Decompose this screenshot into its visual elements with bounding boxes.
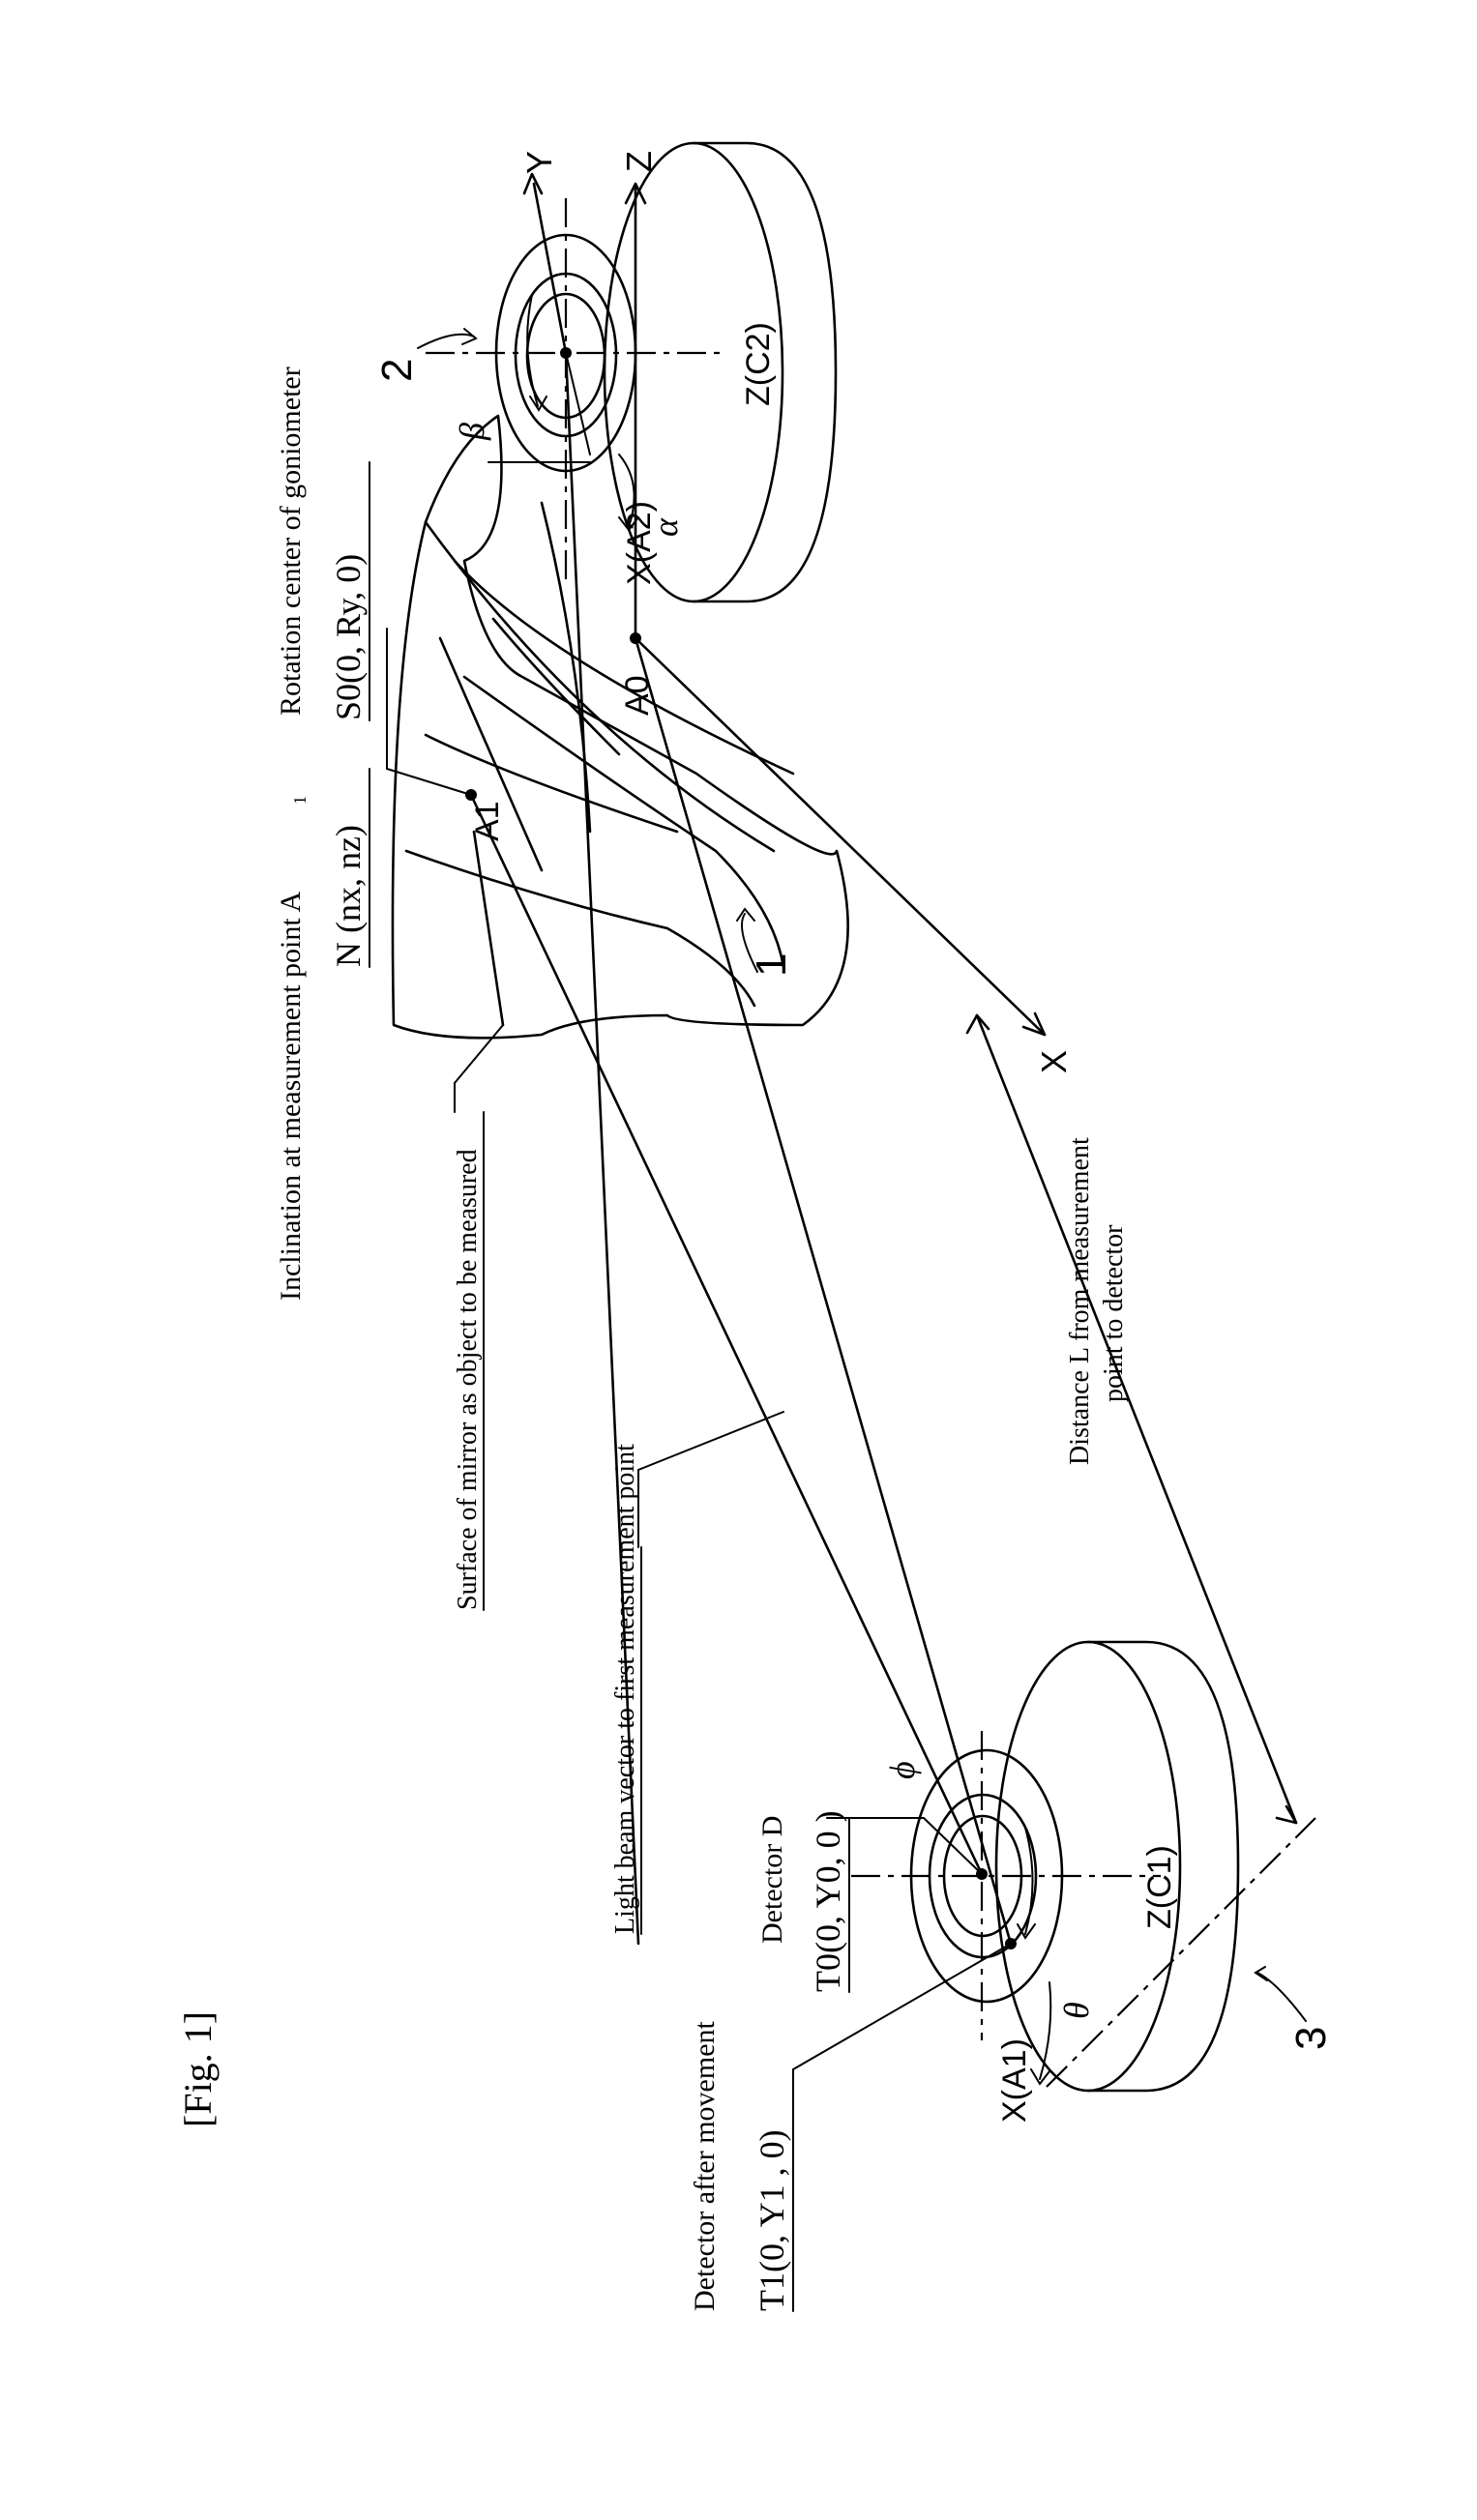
label-distance-1: Distance L from measurement [1065,1137,1095,1465]
point-a1-label: A1 [469,801,506,841]
label-inclination: Inclination at measurement point A [275,891,307,1301]
label-detector-moved: Detector after movement [689,2020,721,2311]
greek-phi: ϕ [883,1761,922,1779]
axis-x-a1-label: X(A1) [996,2038,1033,2123]
greek-alpha: α [646,517,685,537]
figure-title: [Fig. 1] [176,2011,220,2127]
label-t1: T1(0, Y1 , 0) [753,2129,791,2311]
axis-y-label: Y [519,151,559,174]
label-normal-vector: N (nx, nz) [329,825,368,967]
label-s0: S0(0, Ry, 0) [329,554,368,720]
label-t0: T0(0, Y0, 0 ) [809,1810,847,1992]
greek-theta: θ [1057,2002,1096,2019]
ref-3: 3 [1287,2027,1335,2050]
ref-2: 2 [373,359,421,382]
axis-x-a2-label: X(A2) [621,501,658,585]
axis-z-c1-label: Z(C1) [1141,1845,1178,1929]
beam-a0-to-t1 [635,638,1011,1944]
label-distance-2: point to detector [1099,1224,1129,1402]
label-inclination-sub: 1 [290,796,310,805]
label-goniometer: Rotation center of goniometer [275,366,307,716]
axes-a0 [626,184,1045,1035]
label-underlines [369,462,849,2311]
axis-z-c2-label: Z(C2) [740,322,777,406]
beta-rotation-arrow [527,295,538,406]
greek-beta: β [453,423,491,441]
axis-x-label: X [1034,1050,1074,1073]
detector-stage-3 [793,1642,1306,2185]
label-surface: Surface of mirror as object to be measur… [453,1149,483,1610]
ref-2-leader [418,335,474,348]
label-detector: Detector D [756,1816,788,1944]
label-beam: Light beam vector to first measurement p… [610,1444,640,1934]
ref-1: 1 [748,953,795,977]
axis-z-label: Z [619,151,659,172]
light-beams [455,638,1011,1944]
point-a0-label: A0 [619,675,656,716]
